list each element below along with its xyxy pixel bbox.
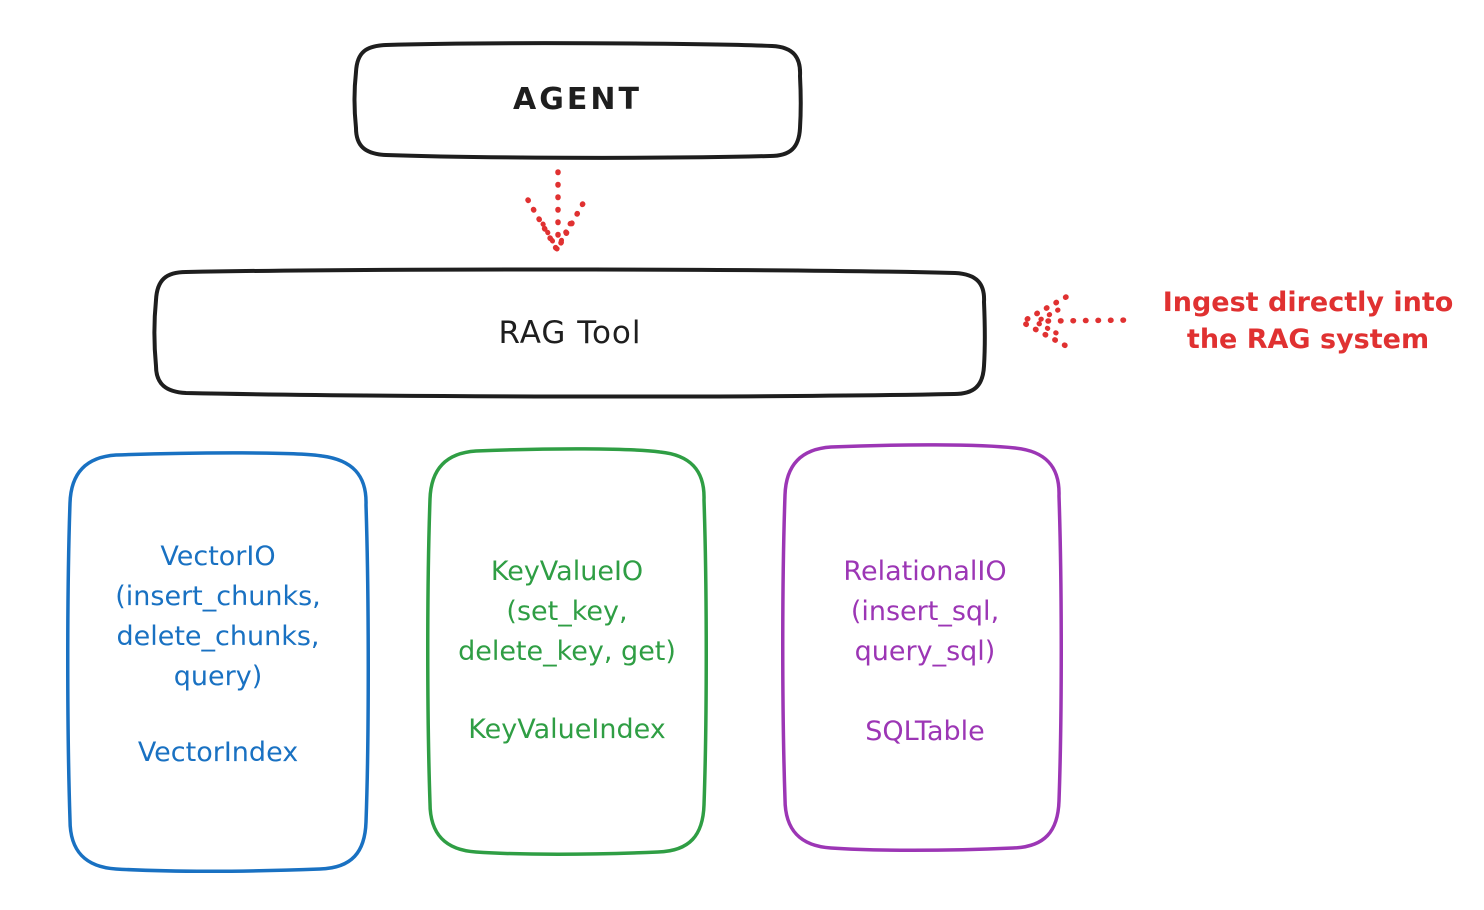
rag-tool-box (152, 267, 987, 399)
vector-io-methods-line1: (insert_chunks, (115, 581, 321, 612)
down-dotted-arrow-icon (525, 169, 589, 253)
relational-io-box (781, 443, 1063, 852)
vector-io-title: VectorIO (160, 541, 276, 572)
keyvalue-io-text: KeyValueIO (set_key, delete_key, get) Ke… (428, 552, 706, 750)
agent-box (352, 41, 803, 160)
sql-table-label: SQLTable (865, 716, 985, 747)
relational-io-text: RelationalIO (insert_sql, query_sql) SQL… (783, 552, 1067, 752)
relational-io-methods-line1: (insert_sql, (850, 596, 1000, 627)
ingest-annotation-line1: Ingest directly into (1162, 287, 1454, 318)
vector-io-text: VectorIO (insert_chunks, delete_chunks, … (68, 537, 368, 773)
vector-io-box (66, 451, 370, 873)
keyvalue-io-methods-line2: delete_key, get) (458, 636, 676, 667)
relational-io-title: RelationalIO (843, 556, 1007, 587)
keyvalue-io-box (426, 447, 708, 856)
ingest-annotation: Ingest directly into the RAG system (1138, 284, 1478, 358)
left-dotted-arrow-icon (1019, 294, 1134, 350)
ingest-annotation-line2: the RAG system (1186, 324, 1430, 355)
vector-io-methods-line3: query) (173, 661, 263, 692)
vector-index-label: VectorIndex (137, 737, 299, 768)
keyvalue-index-label: KeyValueIndex (468, 714, 666, 745)
keyvalue-io-methods-line1: (set_key, (506, 596, 628, 627)
rag-tool-label: RAG Tool (498, 314, 642, 351)
agent-label: AGENT (513, 81, 642, 117)
vector-io-methods-line2: delete_chunks, (116, 621, 320, 652)
keyvalue-io-title: KeyValueIO (490, 556, 644, 587)
relational-io-methods-line2: query_sql) (854, 636, 996, 667)
